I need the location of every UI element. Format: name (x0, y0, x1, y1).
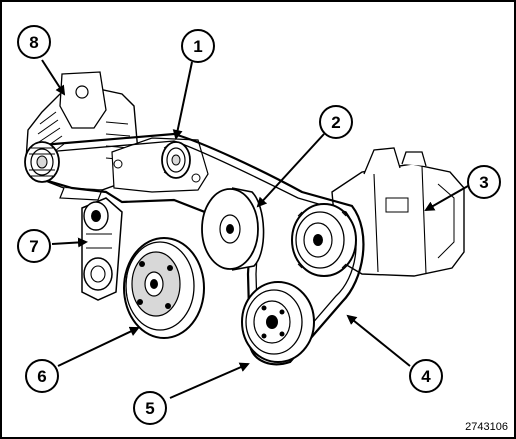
leader-7 (51, 237, 88, 248)
ac-compressor-body (331, 147, 465, 277)
leader-8 (41, 59, 66, 96)
leader-2 (256, 133, 325, 208)
callout-6-label: 6 (37, 367, 46, 386)
callout-8: 8 (17, 25, 51, 59)
callout-8-label: 8 (29, 33, 38, 52)
callout-7: 7 (17, 229, 51, 263)
callout-1-label: 1 (193, 37, 202, 56)
idler-pulley-upper (161, 141, 191, 179)
belt-tensioner (81, 197, 123, 301)
ac-compressor-pulley (291, 203, 357, 277)
leader-lines (41, 59, 469, 399)
callout-3: 3 (467, 165, 501, 199)
callout-3-label: 3 (479, 173, 488, 192)
crankshaft-pulley (241, 281, 315, 363)
callout-5: 5 (133, 391, 167, 425)
idler-pulley-center (201, 187, 265, 271)
callout-2-label: 2 (331, 113, 340, 132)
callout-7-label: 7 (29, 237, 38, 256)
callout-4: 4 (409, 359, 443, 393)
callout-4-label: 4 (421, 367, 431, 386)
generator-pulley (24, 141, 60, 183)
power-steering-pulley (123, 237, 205, 339)
callout-5-label: 5 (145, 399, 154, 418)
callout-6: 6 (25, 359, 59, 393)
figure-code: 2743106 (465, 421, 508, 433)
leader-3 (424, 185, 469, 211)
callout-2: 2 (319, 105, 353, 139)
leader-6 (57, 326, 140, 367)
leader-4 (346, 314, 411, 367)
leader-5 (169, 362, 250, 399)
callout-1: 1 (181, 29, 215, 63)
leader-1 (172, 61, 193, 140)
